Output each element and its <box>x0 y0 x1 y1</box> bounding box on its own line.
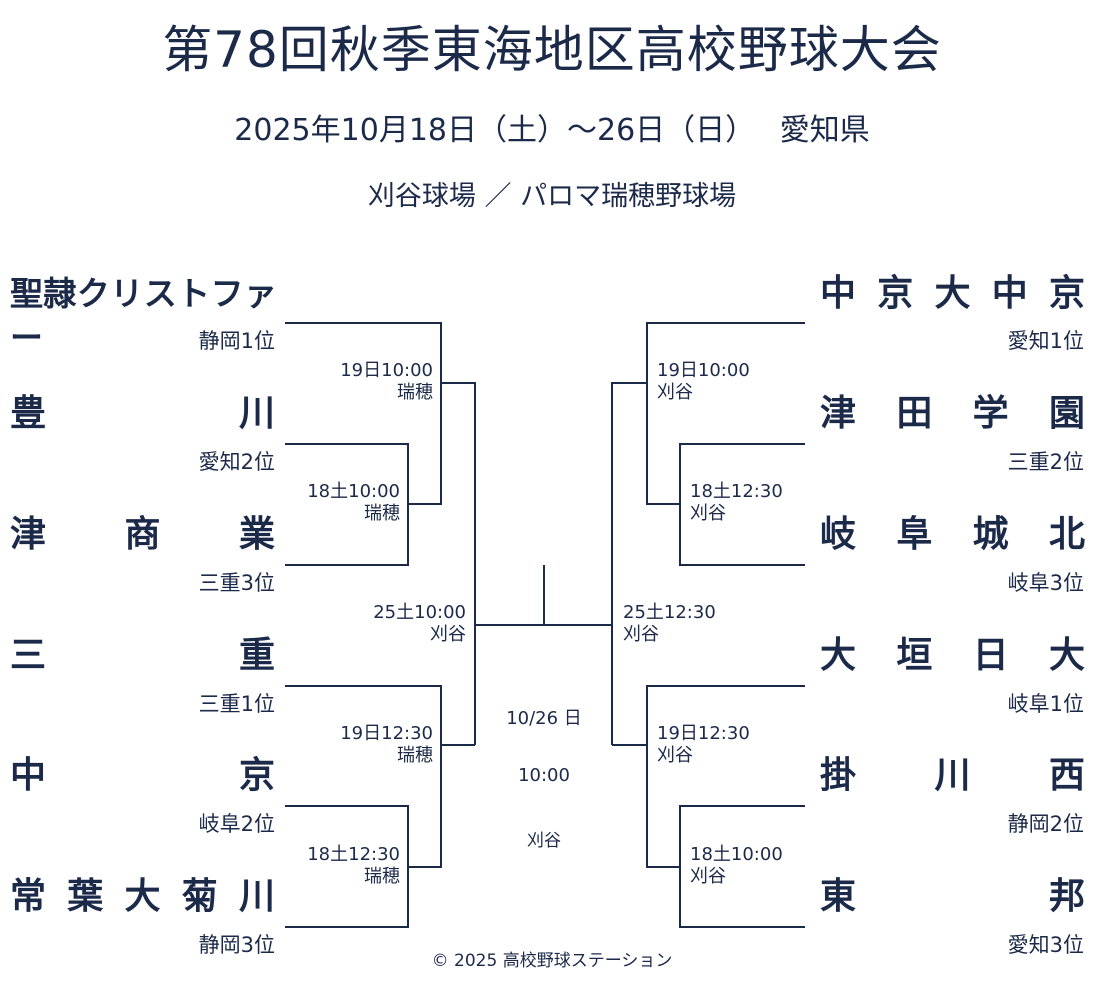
game-venue: 瑞穂 <box>397 382 433 403</box>
team-name-right-1: 中京大中京 <box>820 273 1085 314</box>
team-name-right-5: 掛川西 <box>820 755 1085 796</box>
game-time: 19日12:30 <box>340 723 433 744</box>
team-seed-left-6: 静岡3位 <box>198 933 275 957</box>
game-venue: 瑞穂 <box>364 503 400 524</box>
game-time: 19日10:00 <box>657 360 750 381</box>
game-time: 18土12:30 <box>690 481 783 502</box>
team-seed-left-4: 三重1位 <box>198 692 275 716</box>
game-time: 19日10:00 <box>340 360 433 381</box>
game-venue: 刈谷 <box>657 745 693 766</box>
team-name-left-3: 津商業 <box>10 514 275 555</box>
final-lines <box>475 565 612 626</box>
copyright: © 2025 高校野球ステーション <box>431 951 673 971</box>
game-time: 18土10:00 <box>690 844 783 865</box>
team-seed-right-2: 三重2位 <box>1007 450 1084 474</box>
left-upper-lines <box>285 322 476 928</box>
game-venue: 瑞穂 <box>364 866 400 887</box>
final-time: 10:00 <box>518 765 570 786</box>
right-upper-lines <box>611 322 805 928</box>
game-time: 18土12:30 <box>307 844 400 865</box>
game-venue: 刈谷 <box>657 382 693 403</box>
team-seed-right-4: 岐阜1位 <box>1007 692 1084 716</box>
team-seed-right-1: 愛知1位 <box>1007 329 1084 353</box>
team-name-left-4: 三重 <box>10 635 275 676</box>
team-seed-left-1: 静岡1位 <box>198 329 275 353</box>
team-seed-left-5: 岐阜2位 <box>198 812 275 836</box>
page-title: 第78回秋季東海地区高校野球大会 <box>162 21 942 79</box>
team-name-right-2: 津田学園 <box>820 393 1085 434</box>
team-name-left-6: 常葉大菊川 <box>10 876 275 917</box>
team-seed-right-3: 岐阜3位 <box>1007 571 1084 595</box>
team-name-right-6: 東邦 <box>820 876 1085 917</box>
game-time: 18土10:00 <box>307 481 400 502</box>
team-seed-right-5: 静岡2位 <box>1007 812 1084 836</box>
team-name-left-5: 中京 <box>10 755 275 796</box>
team-name-right-3: 岐阜城北 <box>820 514 1085 555</box>
tournament-dates: 2025年10月18日（土）～26日（日） 愛知県 <box>234 113 870 148</box>
game-time: 25土12:30 <box>623 602 716 623</box>
final-date: 10/26 日 <box>506 708 582 729</box>
game-venue: 瑞穂 <box>397 745 433 766</box>
tournament-venues: 刈谷球場 ／ パロマ瑞穂野球場 <box>367 181 737 212</box>
game-venue: 刈谷 <box>690 503 726 524</box>
game-time: 25土10:00 <box>373 602 466 623</box>
team-name-left-2: 豊川 <box>10 393 275 434</box>
game-venue: 刈谷 <box>623 624 659 645</box>
game-time: 19日12:30 <box>657 723 750 744</box>
game-venue: 刈谷 <box>690 866 726 887</box>
team-seed-left-2: 愛知2位 <box>198 450 275 474</box>
game-venue: 刈谷 <box>430 624 466 645</box>
team-name-right-4: 大垣日大 <box>820 635 1085 676</box>
team-name-left-1: 聖隷クリストファー <box>10 274 277 357</box>
team-seed-right-6: 愛知3位 <box>1007 933 1084 957</box>
team-seed-left-3: 三重3位 <box>198 571 275 595</box>
final-venue: 刈谷 <box>527 831 561 851</box>
